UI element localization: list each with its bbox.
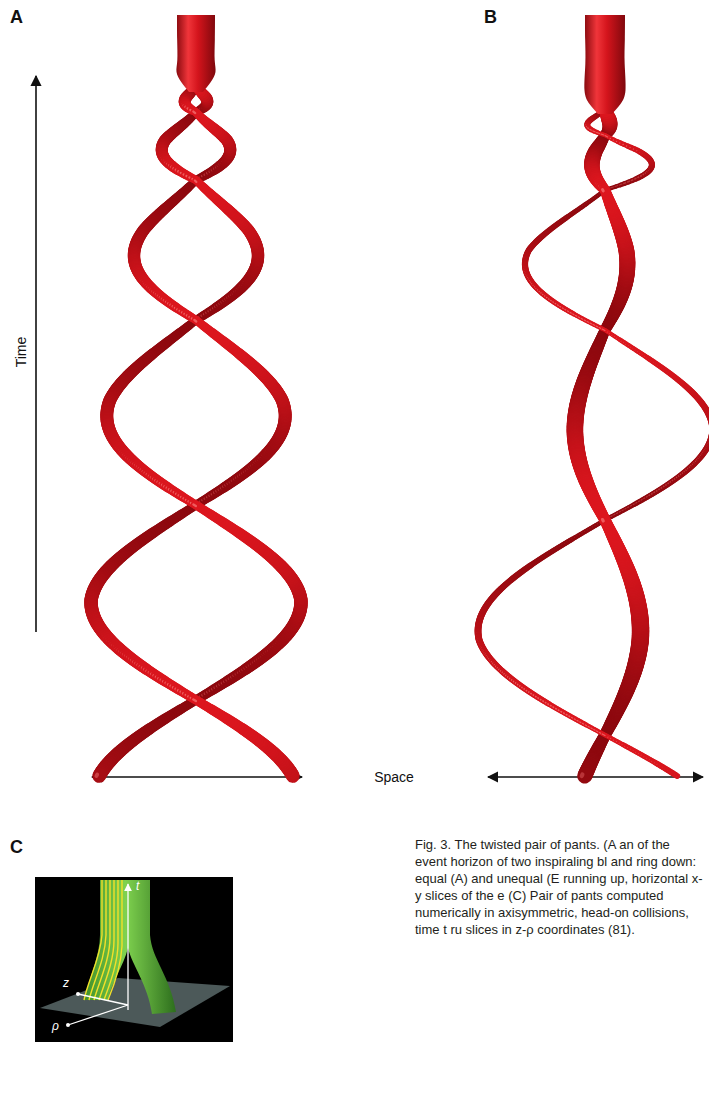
strand-body (99, 775, 100, 777)
orbit-strands (88, 86, 301, 776)
horizon-tube (88, 15, 301, 776)
strand-segment (96, 775, 100, 777)
strand-highlight (96, 775, 97, 777)
